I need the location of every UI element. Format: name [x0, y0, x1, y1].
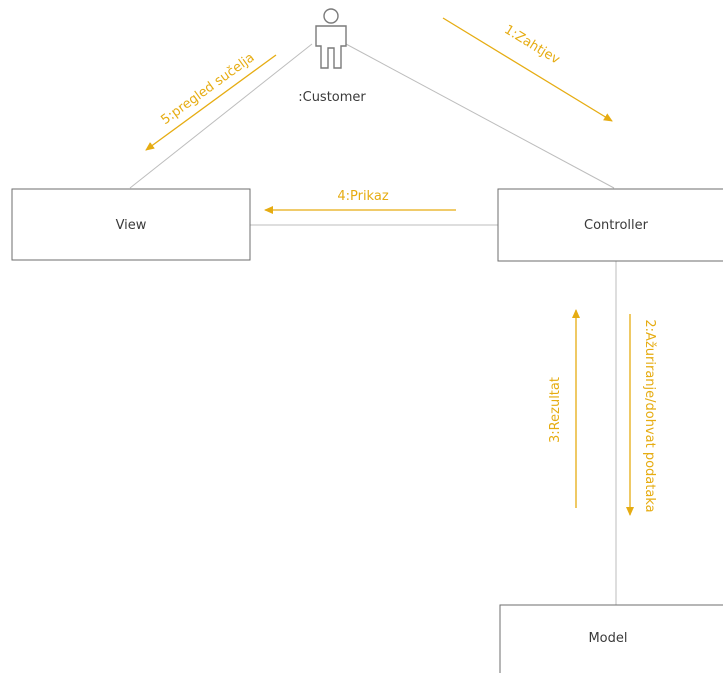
- message-2-label: 2:Ažuriranje/dohvat podataka: [642, 319, 657, 512]
- view-node: View: [11, 188, 251, 261]
- link-customer-controller: [345, 43, 615, 189]
- controller-box: [497, 188, 723, 262]
- view-box: [11, 188, 251, 261]
- message-1-label: 1:Zahtjev: [501, 22, 562, 67]
- actor-stick-figure-icon: [315, 8, 347, 69]
- controller-label: Controller: [584, 218, 649, 233]
- link-customer-view: [129, 43, 313, 189]
- message-5-label: 5:pregled sučelja: [158, 50, 257, 128]
- message-5-arrow: [145, 54, 277, 151]
- model-box: [499, 604, 723, 673]
- model-label: Model: [588, 631, 627, 646]
- message-3-label: 3:Rezultat: [548, 377, 563, 443]
- message-1-arrow: [442, 17, 613, 122]
- customer-actor: :Customer: [298, 8, 366, 105]
- actor-label: :Customer: [298, 90, 366, 105]
- message-4-label: 4:Prikaz: [337, 189, 388, 204]
- view-label: View: [116, 218, 147, 233]
- model-node: Model: [499, 604, 723, 673]
- controller-node: Controller: [497, 188, 723, 262]
